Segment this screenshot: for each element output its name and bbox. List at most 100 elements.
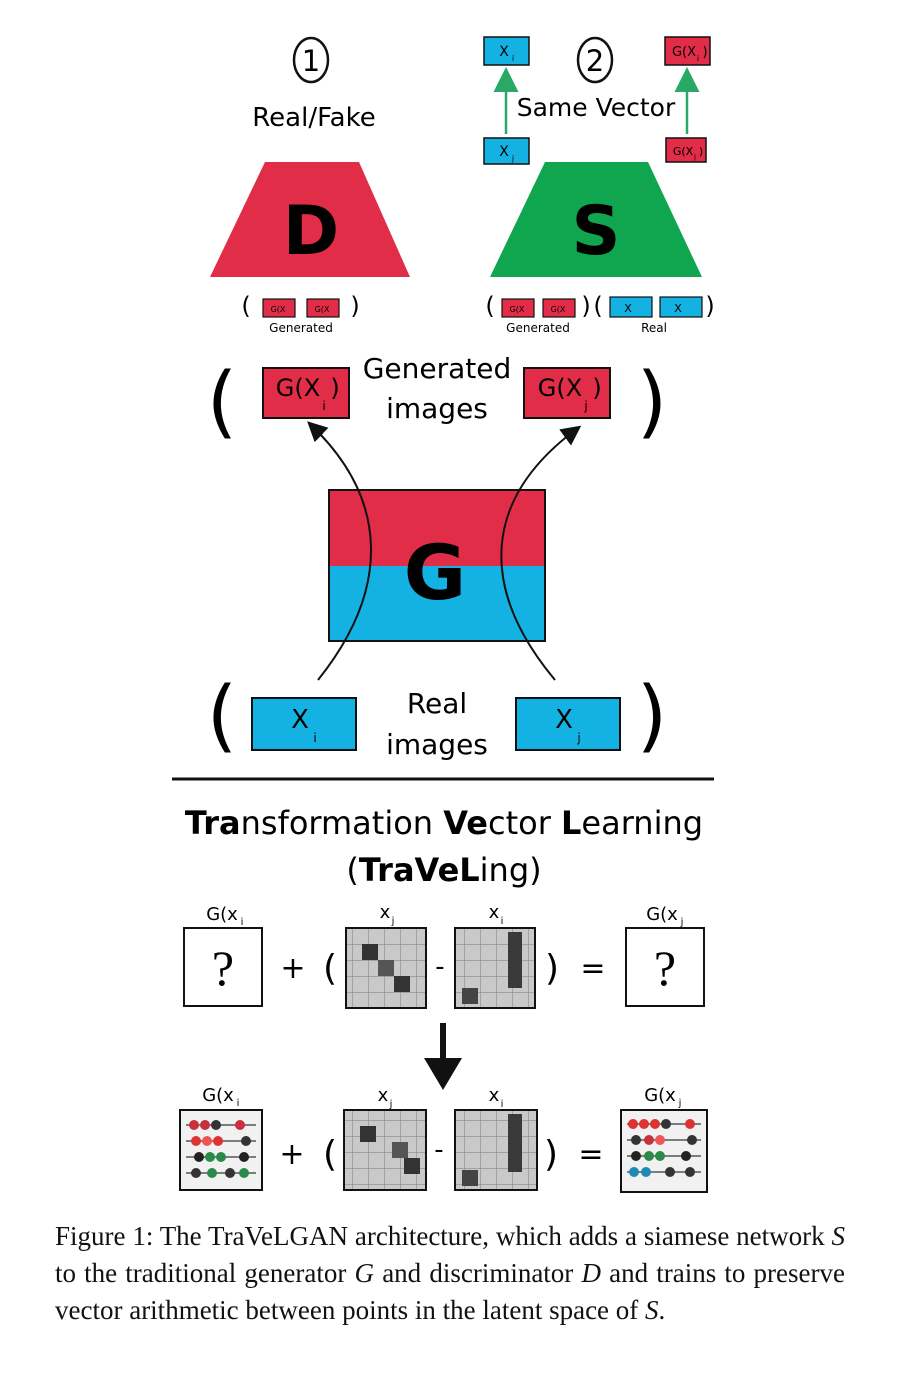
arith-bottom-close: ) [544,1134,558,1175]
siamese-open-paren-2: ( [593,292,602,320]
step1-number: 1 [302,44,320,78]
arith-top-mid1-label: x [380,902,391,923]
traveling-title-line2: (TraVeLing) [346,851,541,889]
caption-text-4: and trains to preserve vector arithmetic… [55,1258,845,1325]
siamese-output-xi-label: X [499,44,509,60]
arith-top-right-sub: j [680,917,684,928]
real-image-left-label: X [291,705,309,735]
real-image-left-box [251,697,357,751]
siamese-generated-box-2-label: G(X [551,305,566,314]
discriminator-letter: D [283,192,339,271]
siamese-generated-label: Generated [506,321,570,335]
arith-bottom-right-label: G(x [644,1085,676,1106]
caption-text-3: and discriminator [374,1258,582,1288]
siamese-output-gxj-close: ) [699,145,703,158]
unknown-output-box-left [183,927,263,1007]
generated-row-close-paren: ) [637,357,667,447]
step1-group: 1 Real/Fake D ( G(X G(X ) Generated [210,36,410,335]
unknown-output-right-mark: ? [654,940,676,996]
generator-letter: G [404,528,466,617]
unknown-output-left-mark: ? [212,940,234,996]
generated-image-left-sub: i [322,399,325,413]
arith-bottom-right-sub: j [678,1098,682,1109]
generator-outline [328,489,546,642]
real-image-xj-photo-2 [343,1109,427,1191]
arith-bottom-left-label: G(x [202,1085,234,1106]
title-line1-part-0: Tra [185,804,241,842]
traveling-title-line1: Transformation Vector Learning [185,804,703,842]
siamese-generated-box-2 [542,298,576,318]
real-image-xi-2-shade-2 [462,1170,478,1186]
discriminator-input-box-1-label: G(X [271,305,286,314]
real-images-row: ( X i Real images X j ) [207,671,667,761]
siamese-generated-box-1-label: G(X [510,305,525,314]
real-row-open-paren: ( [207,671,237,761]
caption-text-2: to the traditional generator [55,1258,355,1288]
title-line1-part-5: earning [581,804,703,842]
caption-discriminator-symbol: D [581,1258,601,1288]
real-image-xj-shade-1 [362,944,378,960]
step1-number-circle [292,36,330,84]
siamese-close-paren-1: ) [581,292,590,320]
arith-top-plus: + [280,951,305,986]
generated-image-left-close: ) [330,374,339,402]
siamese-output-gxj-sub: j [693,153,696,161]
unknown-output-box-right [625,927,705,1007]
generated-image-left-box [262,367,350,419]
arith-bottom-mid2-sub: i [501,1099,504,1110]
title-line2-part-0: ( [346,851,358,889]
siamese-output-gxi-close: ) [702,45,707,60]
siamese-output-xi-box [483,36,530,66]
generated-image-right-box [523,367,611,419]
arith-bottom-mid1-sub: j [389,1099,393,1110]
siamese-real-box-1-label: X [624,302,632,315]
arith-top-left-sub: i [241,917,244,928]
real-image-left-sub: i [313,731,316,745]
arith-top-mid2-label: x [489,902,500,923]
siamese-open-paren-1: ( [485,292,494,320]
generator-block: G [307,421,582,681]
arith-bottom-mid2-label: x [489,1085,500,1106]
caption-siamese-symbol: S [831,1221,846,1251]
step2-label: Same Vector [517,93,676,122]
discriminator-trapezoid [210,162,410,277]
real-image-xj-shade-3 [394,976,410,992]
real-image-xj-shade-2 [378,960,394,976]
discriminator-open-paren: ( [241,292,250,320]
generator-top-half [329,490,545,566]
siamese-output-gxi-label: G(X [672,45,696,60]
arith-top-mid1-sub: j [391,916,395,927]
abacus-left-beads [186,1120,256,1178]
siamese-generated-box-1 [501,298,535,318]
siamese-output-gxj-box [665,137,707,163]
generator-arrow-right [500,425,582,681]
step2-number-circle [576,36,614,84]
siamese-output-gxi-box [664,36,711,66]
siamese-output-xj-sub: j [511,154,514,163]
down-arrow-head [424,1058,462,1090]
arith-bottom-equals: = [578,1137,603,1172]
siamese-output-gxi-sub: i [697,54,699,63]
arith-top-mid2-sub: i [501,916,504,927]
caption-generator-symbol: G [354,1258,375,1288]
siamese-real-box-2-label: X [674,302,682,315]
real-image-right-label: X [555,705,573,735]
caption-text-5: . [658,1295,666,1325]
real-image-xj-2-shade-2 [392,1142,408,1158]
siamese-output-xi-sub: i [512,54,514,63]
arith-top-minus: - [435,952,444,982]
siamese-letter: S [572,192,621,271]
real-image-right-box [515,697,621,751]
vector-arithmetic-result-row: G(x i + ( x j - x i ) = G(x j [179,1085,708,1193]
generated-images-row: ( G(X i ) Generated images G(X j ) ) [207,352,667,447]
real-image-right-sub: j [576,731,580,745]
abacus-right-beads [627,1119,701,1177]
arith-bottom-minus: - [434,1135,443,1165]
architecture-diagram: 1 Real/Fake D ( G(X G(X ) Generated 2 Sa… [172,36,715,1193]
real-images-label-line2: images [386,728,488,761]
title-line1-part-3: ctor [488,804,561,842]
arith-top-right-label: G(x [646,904,678,925]
real-image-xi-2-shade-1 [508,1114,522,1172]
generated-image-left-label: G(X [276,374,320,402]
real-images-label-line1: Real [407,687,467,720]
